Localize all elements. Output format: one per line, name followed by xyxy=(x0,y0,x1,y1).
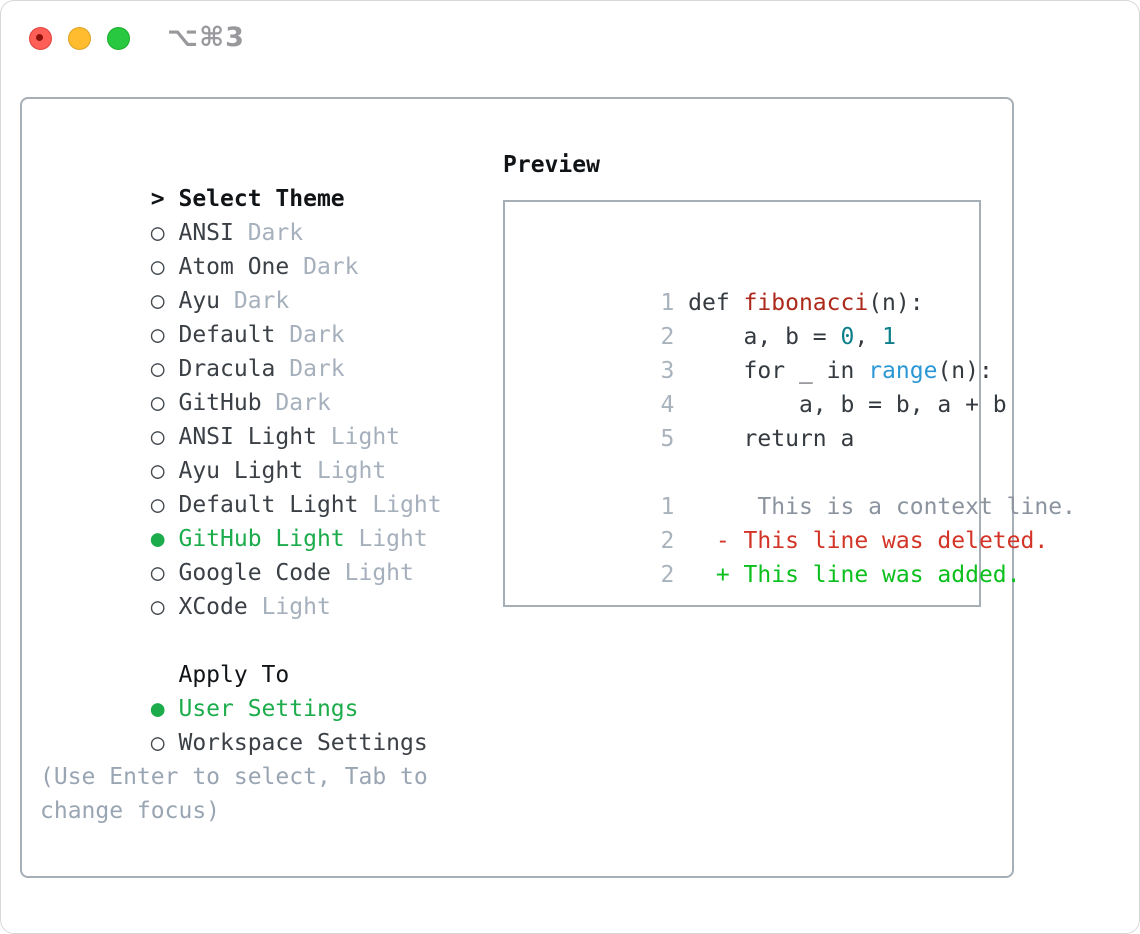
radio-selected-icon: ● xyxy=(150,526,165,552)
diff-deleted-line: 2 - This line was deleted. xyxy=(522,490,1048,554)
code-line: 5 return a xyxy=(522,388,969,452)
line-number: 5 xyxy=(660,426,675,452)
radio-icon: ○ xyxy=(150,288,165,314)
window-title-shortcut: ⌥⌘3 xyxy=(167,22,245,53)
zoom-button[interactable] xyxy=(107,27,130,50)
radio-icon: ○ xyxy=(150,322,165,348)
line-number: 2 xyxy=(660,562,675,588)
radio-icon: ○ xyxy=(150,424,165,450)
minimize-button[interactable] xyxy=(68,27,91,50)
select-theme-title: Select Theme xyxy=(178,186,345,212)
radio-icon: ○ xyxy=(150,356,165,382)
line-number: 3 xyxy=(660,358,675,384)
code-line: 4 a, b = b, a + b xyxy=(522,354,1006,418)
line-number: 4 xyxy=(660,392,675,418)
line-number: 2 xyxy=(660,528,675,554)
titlebar: ⌥⌘3 xyxy=(0,0,1140,75)
close-button[interactable] xyxy=(29,27,52,50)
radio-icon: ○ xyxy=(150,730,165,756)
radio-icon: ○ xyxy=(150,594,165,620)
radio-icon: ○ xyxy=(150,492,165,518)
radio-icon: ○ xyxy=(150,254,165,280)
line-number: 2 xyxy=(660,324,675,350)
select-theme-header: > Select Theme xyxy=(40,148,442,212)
apply-to-header: Apply To xyxy=(178,662,290,688)
radio-icon: ○ xyxy=(150,560,165,586)
hint-text-line2: change focus) xyxy=(40,798,221,824)
radio-icon: ○ xyxy=(150,390,165,416)
code-line: 3 for _ in range(n): xyxy=(522,320,992,384)
radio-icon: ○ xyxy=(150,220,165,246)
line-number: 1 xyxy=(660,290,675,316)
diff-added-line: 2 + This line was added. xyxy=(522,524,1020,588)
hint-text-line1: (Use Enter to select, Tab to xyxy=(40,764,428,790)
radio-selected-icon: ● xyxy=(150,696,165,722)
apply-option-workspace-settings[interactable]: ○Workspace Settings xyxy=(40,692,442,756)
radio-icon: ○ xyxy=(150,458,165,484)
diff-context-line: 1 This is a context line. xyxy=(522,456,1075,520)
preview-title: Preview xyxy=(503,152,600,178)
line-number: 1 xyxy=(660,494,675,520)
code-line: 2 a, b = 0, 1 xyxy=(522,286,969,350)
apply-option-user-settings[interactable]: ●User Settings xyxy=(40,658,442,722)
cursor-icon: > xyxy=(150,186,165,212)
